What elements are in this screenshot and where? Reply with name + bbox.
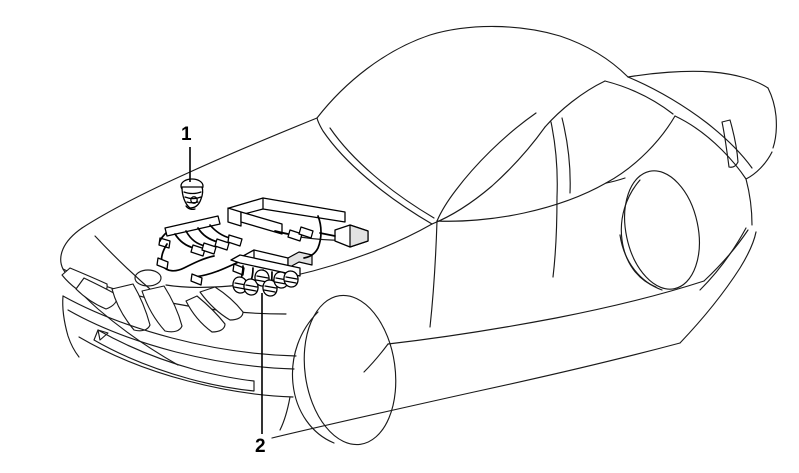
harness-wire-down-center xyxy=(303,215,322,259)
headlight-right-outer xyxy=(199,286,244,321)
trunk-lid-top xyxy=(767,87,777,149)
air-intake-arrow xyxy=(97,329,109,341)
injector-boot-4-rib xyxy=(263,285,277,293)
harness-connector-c1 xyxy=(232,263,245,276)
front-door-window xyxy=(436,112,537,222)
harness-connector-r1 xyxy=(287,229,303,242)
windshield-outline xyxy=(316,117,433,225)
window-sill-rear xyxy=(605,177,626,184)
round-connector-plug-group xyxy=(180,178,204,210)
wiring-harness-group xyxy=(156,178,369,297)
front-wheel-tire-inner xyxy=(291,311,335,444)
rocker-lower-line xyxy=(271,342,681,439)
rear-quarter-upper xyxy=(674,115,747,180)
rear-bumper-top xyxy=(703,229,749,282)
harness-connector-end-left xyxy=(158,237,171,249)
taillight xyxy=(721,119,739,168)
b-pillar-rear-edge xyxy=(561,117,571,194)
harness-wire-end-left xyxy=(159,232,167,242)
harness-ground-loop xyxy=(160,243,215,272)
hood-emblem xyxy=(134,269,162,287)
b-pillar-shutline xyxy=(552,196,558,278)
front-wheel-arch xyxy=(303,294,397,446)
air-intake-slot xyxy=(93,329,255,392)
rear-quarter-window-top xyxy=(604,80,674,115)
front-door-shutline xyxy=(429,220,438,328)
engine-bay-left-edge xyxy=(165,284,231,288)
harness-wire-l1 xyxy=(174,233,195,249)
a-pillar-outline xyxy=(544,80,606,128)
kidney-grille-right xyxy=(141,285,183,333)
injector-connector-rail-group xyxy=(230,254,301,297)
callout-number-2[interactable]: 2 xyxy=(255,436,266,457)
rear-door-window xyxy=(605,115,676,184)
harness-wire-r xyxy=(274,230,289,235)
callout-number-1[interactable]: 1 xyxy=(181,124,192,145)
bumper-lower-edge xyxy=(78,336,294,398)
rear-bumper-edge xyxy=(699,227,747,291)
rocker-step-front xyxy=(363,343,389,373)
harness-wire-l4 xyxy=(209,224,231,239)
harness-connector-l3 xyxy=(214,238,230,251)
b-pillar-front-edge xyxy=(550,121,558,198)
cowl-component-end xyxy=(349,224,369,248)
harness-duct-stub xyxy=(227,207,242,227)
harness-connector-l4 xyxy=(227,234,243,247)
plug-collar xyxy=(185,205,196,210)
harness-connector-l1 xyxy=(190,244,206,257)
bumper-mid-line xyxy=(67,309,295,370)
sill-front-connector xyxy=(279,396,291,431)
injector-rail-bar xyxy=(230,254,301,277)
hood-left-contour xyxy=(60,227,83,270)
vehicle-body-group xyxy=(60,25,777,446)
callout-leaders-group xyxy=(189,147,263,434)
rocker-upper-line xyxy=(387,280,705,345)
a-pillar-inner xyxy=(329,127,435,219)
harness-connector-l2 xyxy=(201,242,217,255)
harness-connector-r2 xyxy=(298,226,314,239)
rear-panel-side xyxy=(745,178,753,226)
window-sill-front xyxy=(436,182,607,222)
injector-boot-2-rib xyxy=(244,284,258,292)
roof-rear-edge xyxy=(627,70,769,89)
harness-connector-c2 xyxy=(190,273,203,286)
rear-deck-line xyxy=(627,76,753,169)
plug-keyway xyxy=(190,196,198,204)
bumper-left-return xyxy=(62,295,80,358)
plug-rib-1 xyxy=(183,191,202,195)
headlight-left-inner xyxy=(75,277,118,310)
rear-bumper-face xyxy=(679,231,757,344)
harness-duct-left-branch xyxy=(240,211,283,235)
windshield-lower-edge xyxy=(431,126,546,225)
roof-outline xyxy=(316,25,629,119)
harness-connector-ground xyxy=(156,257,169,270)
plug-rib-2 xyxy=(184,196,202,200)
kidney-grille-left xyxy=(111,283,151,332)
rear-wheel-arch xyxy=(624,170,700,290)
rear-arch-lip xyxy=(619,234,663,291)
injector-boot-6-rib xyxy=(284,276,298,284)
cowl-component-lead xyxy=(319,232,336,237)
trunk-rear-edge xyxy=(745,151,773,180)
headlight-right-inner xyxy=(185,295,226,333)
